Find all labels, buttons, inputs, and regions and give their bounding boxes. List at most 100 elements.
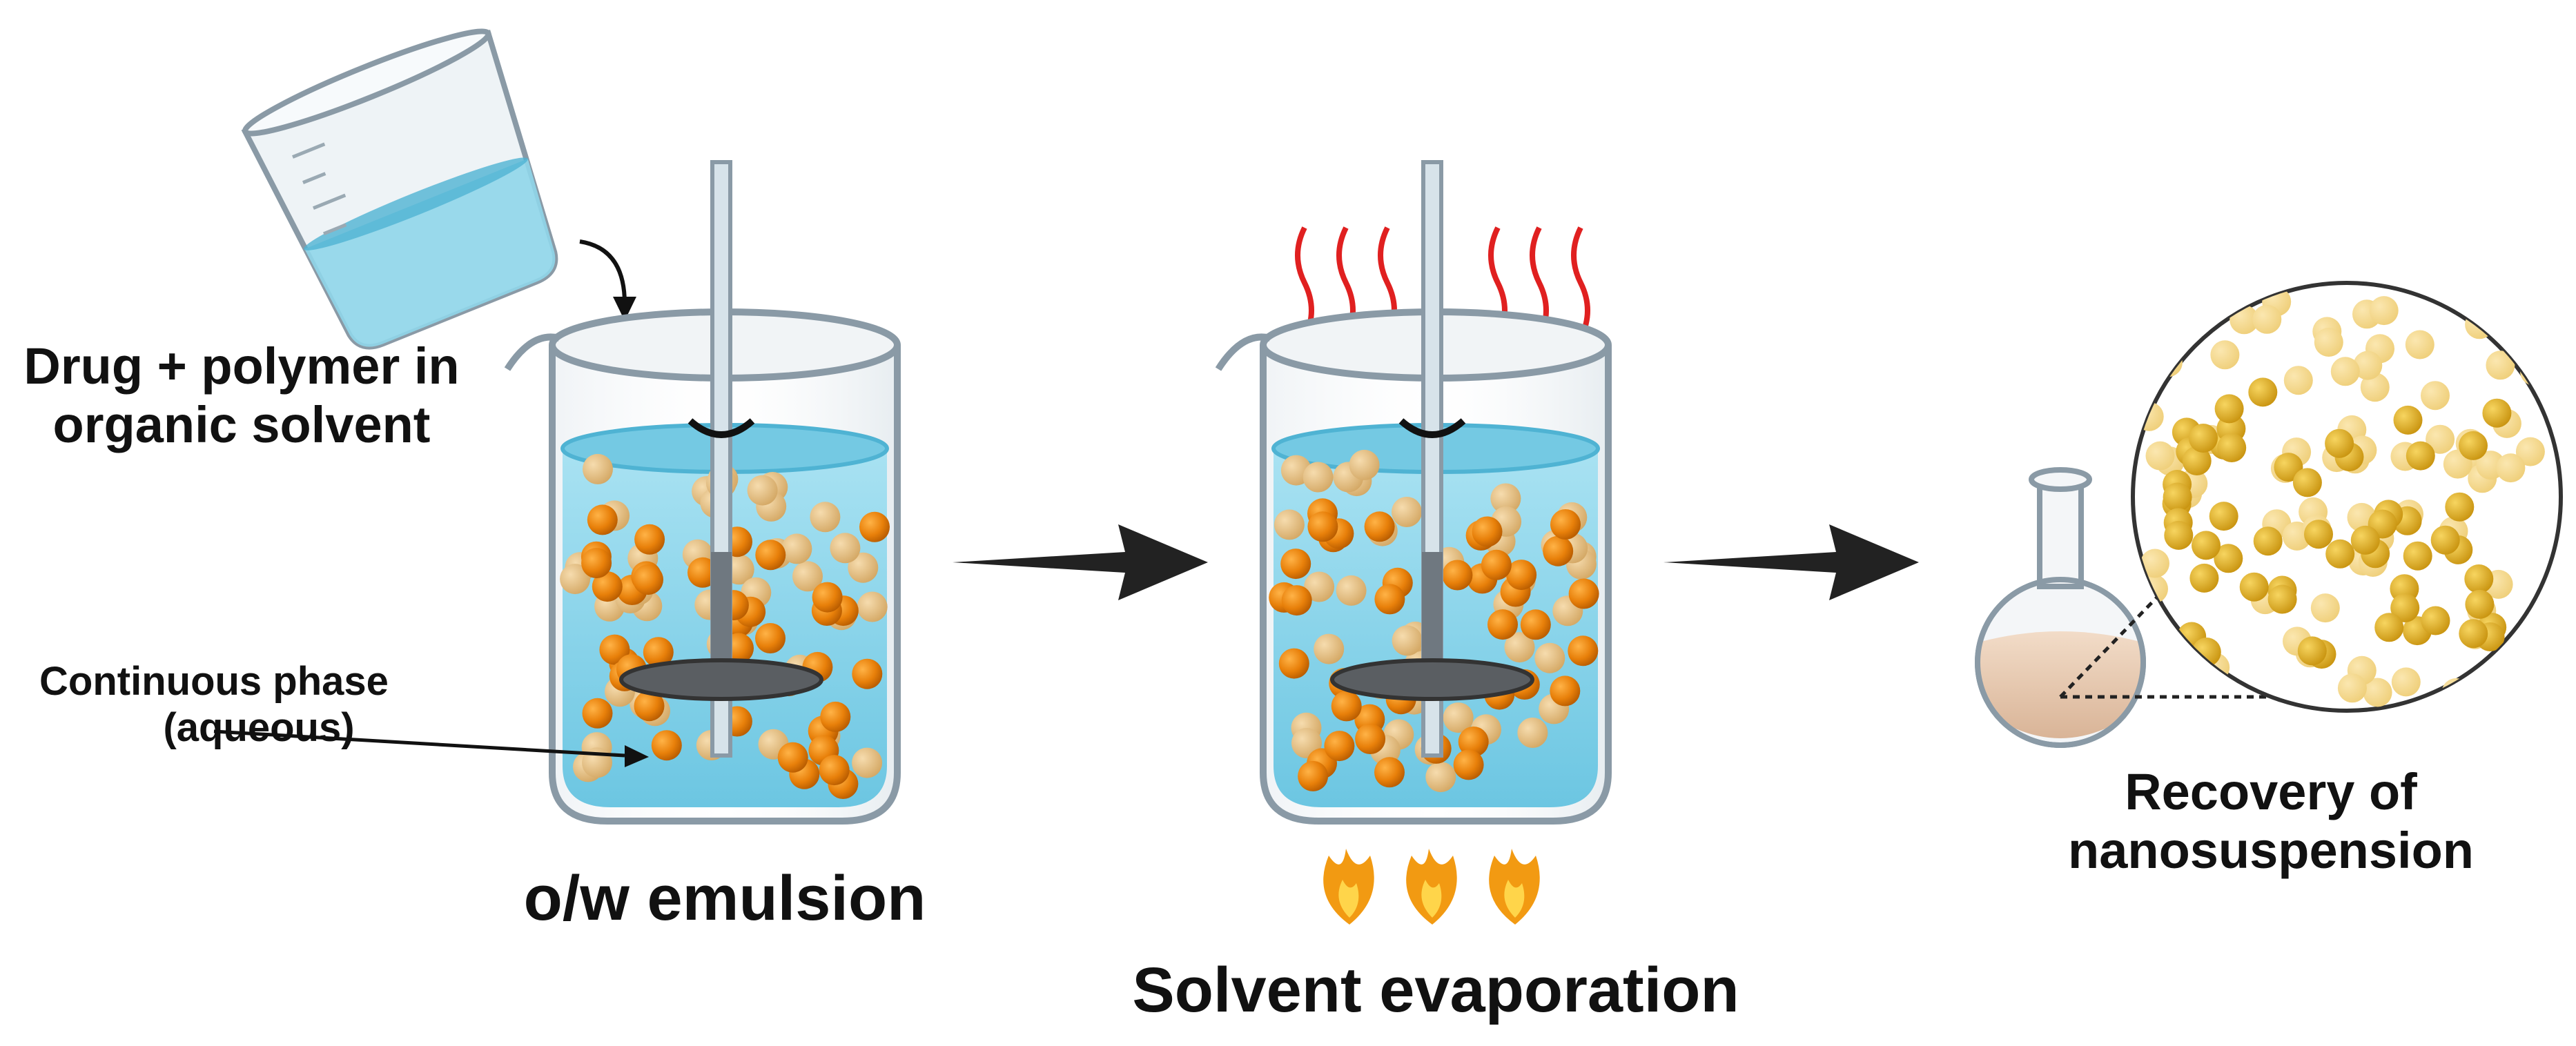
nanoparticle <box>2214 544 2243 573</box>
round-bottom-flask-icon <box>1975 467 2146 748</box>
nanoparticle <box>2182 446 2212 475</box>
nanoparticle <box>2465 310 2495 339</box>
nanoparticle <box>2325 539 2355 569</box>
solvent-evaporation-label: Solvent evaporation <box>1132 955 1739 1025</box>
nanoparticle <box>2210 340 2240 370</box>
polymer-droplet <box>1304 571 1335 602</box>
drug-droplet <box>1568 578 1599 609</box>
drug-polymer-label-line2: organic solvent <box>52 396 431 454</box>
pouring-beaker-icon <box>241 28 636 350</box>
drug-droplet <box>634 524 665 555</box>
drug-droplet <box>819 755 850 786</box>
drug-droplet <box>581 548 612 579</box>
nanoparticle <box>2421 606 2450 635</box>
nanoparticle <box>2403 541 2432 571</box>
drug-droplet <box>592 571 623 602</box>
nanoparticle <box>2350 525 2380 555</box>
polymer-droplet <box>781 533 812 564</box>
nanoparticle <box>2445 492 2475 522</box>
nanoparticle <box>2267 584 2297 614</box>
nanoparticle <box>2253 526 2283 556</box>
drug-droplet <box>1374 757 1405 788</box>
drug-droplet <box>651 730 682 761</box>
nanoparticle <box>2390 593 2420 622</box>
nanoparticle <box>2283 366 2313 395</box>
nanoparticle <box>2363 678 2392 707</box>
nanoparticle <box>2209 502 2238 531</box>
nanoparticle <box>2491 656 2520 686</box>
nanoparticle <box>2369 296 2399 326</box>
polymer-droplet <box>1425 762 1456 793</box>
polymer-droplet <box>1490 483 1521 514</box>
polymer-droplet <box>848 552 879 583</box>
polymer-droplet <box>1274 509 1305 540</box>
polymer-droplet <box>1349 449 1380 480</box>
nanoparticle <box>2393 405 2423 435</box>
polymer-droplet <box>747 475 778 506</box>
continuous-phase-label-line1: Continuous phase <box>39 659 389 704</box>
drug-droplet <box>820 701 851 732</box>
emulsion-beaker <box>213 160 901 825</box>
drug-droplet <box>755 623 786 653</box>
drug-droplet <box>1550 509 1581 540</box>
nanoparticle <box>2496 453 2526 483</box>
ow-emulsion-label: o/w emulsion <box>523 863 926 934</box>
drug-droplet <box>755 540 786 571</box>
polymer-droplet <box>1314 633 1345 664</box>
nanoparticle <box>2464 564 2494 593</box>
drug-droplet <box>1278 648 1309 679</box>
drug-droplet <box>1520 609 1551 640</box>
nanoparticle <box>2164 520 2194 550</box>
drug-droplet <box>1472 516 1503 547</box>
nanoparticle <box>2192 531 2221 560</box>
polymer-droplet <box>583 453 613 484</box>
drug-droplet <box>633 564 663 595</box>
drug-droplet <box>1280 549 1311 580</box>
drug-droplet <box>1568 635 1599 667</box>
nanoparticle <box>2459 619 2488 649</box>
nanoparticle <box>2325 428 2354 458</box>
nanoparticle <box>2189 563 2219 593</box>
polymer-droplet <box>1392 497 1422 527</box>
polymer-droplet <box>1517 718 1548 748</box>
polymer-droplet <box>830 533 861 564</box>
polymer-droplet <box>857 591 888 622</box>
nanoparticle <box>2163 482 2192 512</box>
drug-droplet <box>1281 585 1312 616</box>
process-arrow-icon <box>953 524 1208 600</box>
nanoparticle <box>2520 357 2549 386</box>
drug-droplet <box>1453 749 1484 780</box>
stirrer-icon <box>1330 160 1534 758</box>
nanoparticle <box>2134 402 2164 431</box>
drug-droplet <box>812 582 843 613</box>
drug-droplet <box>1442 560 1473 591</box>
continuous-phase-label-line2: (aqueous) <box>163 704 355 750</box>
nanoparticle <box>2337 673 2367 703</box>
polymer-droplet <box>810 502 841 533</box>
nanoparticle <box>2145 441 2175 471</box>
nanoparticle <box>2217 433 2247 462</box>
drug-droplet <box>1324 731 1355 762</box>
nanoparticle <box>2465 589 2495 619</box>
nanoparticle <box>2459 431 2488 460</box>
drug-droplet <box>859 511 890 542</box>
nanoparticle <box>2314 328 2343 357</box>
magnifier-circle-icon <box>2059 281 2563 713</box>
polymer-droplet <box>1392 625 1423 656</box>
nanoparticle <box>2330 357 2360 386</box>
drug-droplet <box>634 691 665 722</box>
recovery-label-line2: nanosuspension <box>2068 822 2474 880</box>
nanoparticle <box>2482 398 2512 428</box>
drug-droplet <box>1374 584 1405 615</box>
process-arrow-icon <box>1663 524 1919 600</box>
nanoparticle <box>2189 424 2218 453</box>
drug-droplet <box>1458 727 1489 757</box>
drug-droplet <box>1307 511 1338 542</box>
flame-icon <box>1323 849 1540 925</box>
recovery-label: Recovery of nanosuspension <box>2022 762 2519 880</box>
nanoparticle <box>2140 549 2169 578</box>
nanoparticle <box>2405 330 2434 359</box>
nanoparticle <box>2486 351 2515 380</box>
drug-droplet <box>852 658 883 689</box>
